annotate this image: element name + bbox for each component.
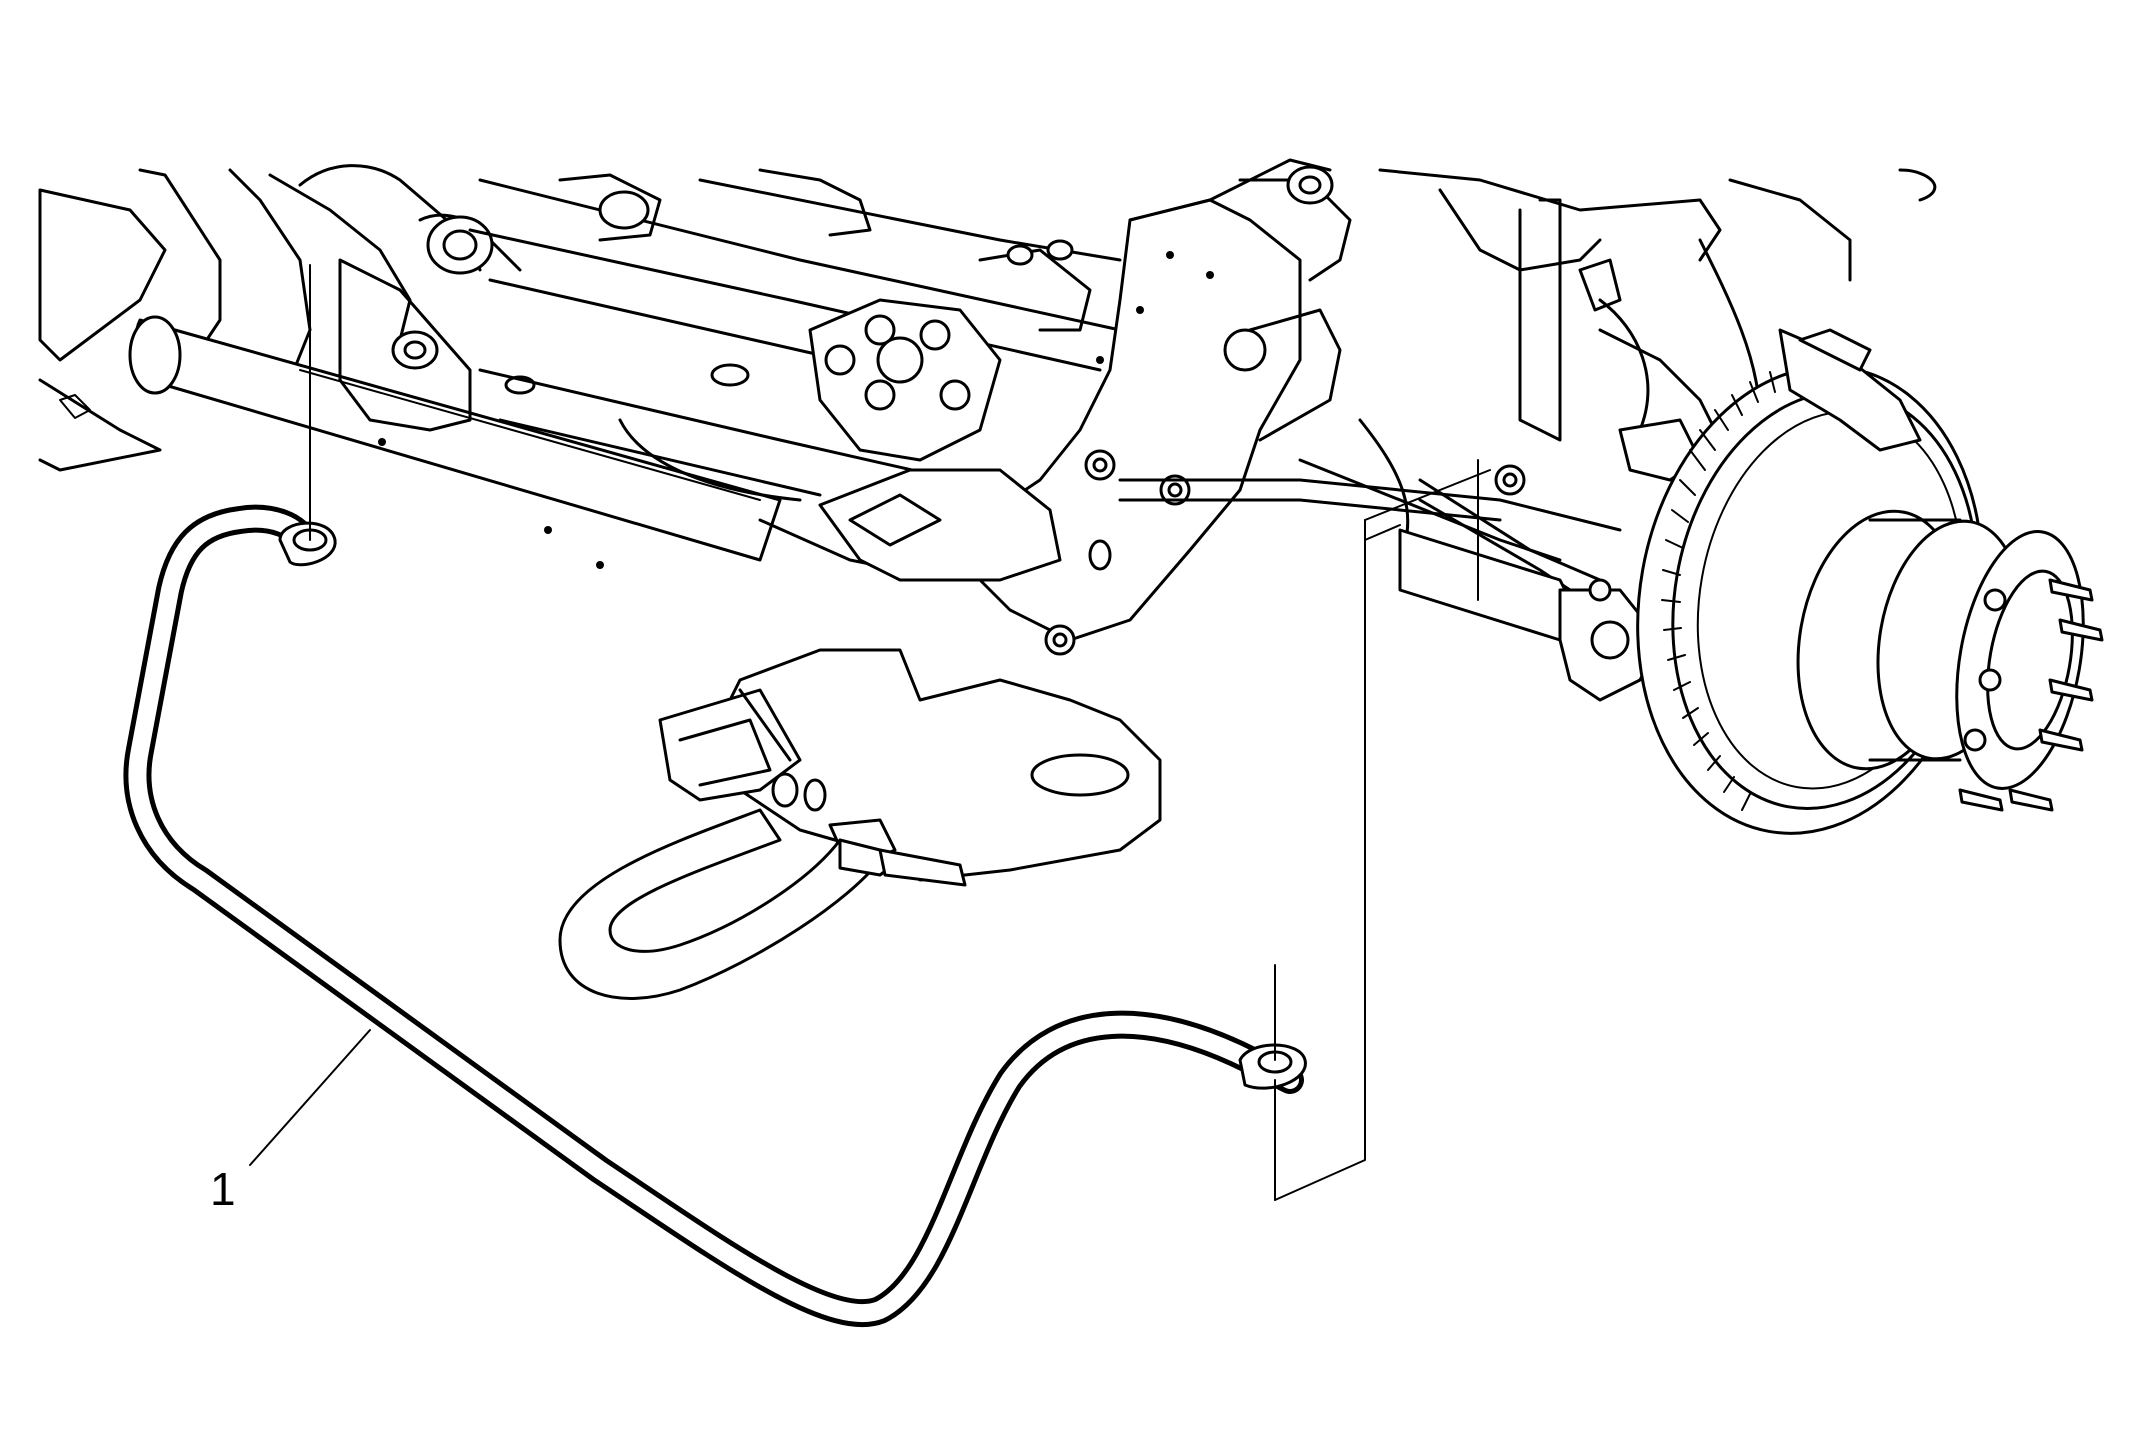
callout-1: 1 (210, 1029, 371, 1215)
wheel-hub-rotor (1636, 328, 2104, 835)
stabilizer-bar-outline (123, 504, 1304, 1328)
lug-studs (1958, 578, 2104, 812)
callout-1-label: 1 (210, 1163, 236, 1215)
callout-1-leader-line (249, 1029, 371, 1166)
chassis-background (38, 158, 1937, 1000)
stabilizer-bar (123, 504, 1307, 1328)
stabilizer-bar-fill (128, 509, 1299, 1323)
installation-guide-lines (309, 264, 1491, 1201)
